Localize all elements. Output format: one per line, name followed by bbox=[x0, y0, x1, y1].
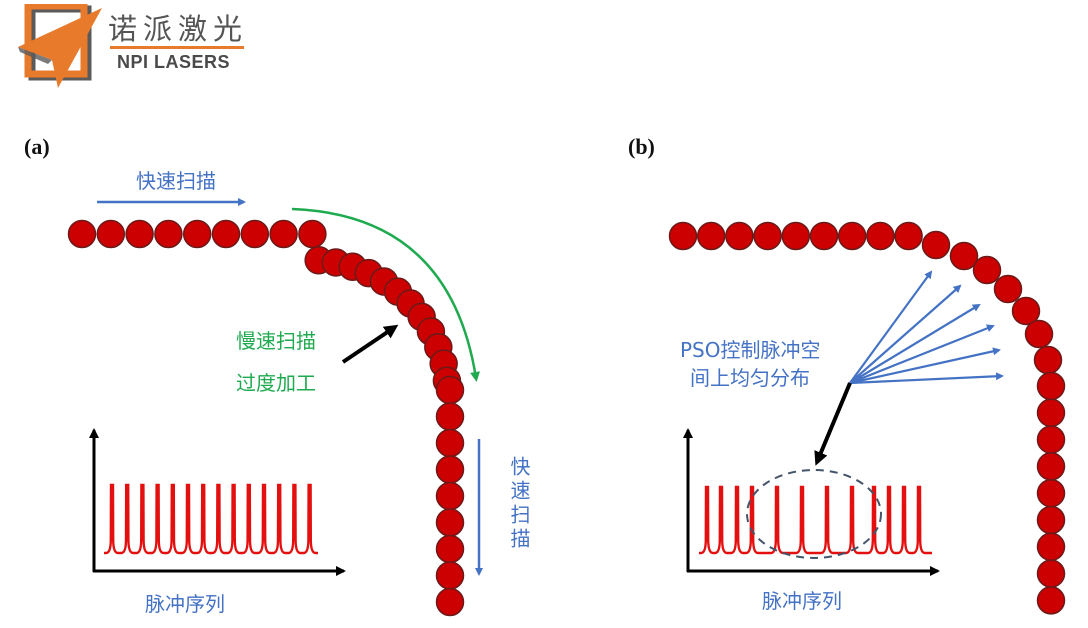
a-pulse-axis-label: 脉冲序列 bbox=[145, 592, 225, 616]
laser-spot bbox=[837, 221, 867, 251]
laser-spot bbox=[668, 221, 698, 251]
laser-spot bbox=[435, 561, 465, 590]
b-pulse-axis-label: 脉冲序列 bbox=[762, 589, 842, 613]
laser-spot bbox=[435, 534, 465, 564]
laser-spot bbox=[125, 219, 154, 249]
panel-b-label: (b) bbox=[628, 134, 655, 159]
a-side-fast-scan-label: 快速扫描 bbox=[507, 456, 531, 552]
laser-spot bbox=[435, 455, 465, 484]
a-slow-scan-label: 慢速扫描 bbox=[236, 329, 316, 353]
fan-arrow bbox=[849, 270, 933, 384]
laser-spot bbox=[993, 274, 1023, 304]
laser-spot bbox=[1024, 319, 1054, 349]
b-fan-arrows bbox=[849, 270, 1004, 385]
logo-mark-icon bbox=[18, 4, 102, 88]
laser-spot bbox=[96, 219, 126, 249]
fan-arrow bbox=[849, 347, 1001, 385]
laser-spot bbox=[435, 402, 465, 431]
pulse bbox=[104, 483, 318, 555]
laser-spot bbox=[1036, 371, 1066, 401]
laser-spot bbox=[1036, 559, 1066, 588]
a-laser-spots bbox=[67, 219, 465, 617]
laser-spot bbox=[921, 230, 951, 260]
laser-spot bbox=[1036, 425, 1066, 454]
laser-spot bbox=[182, 219, 212, 249]
laser-spot bbox=[1036, 586, 1066, 615]
laser-spot bbox=[1036, 398, 1066, 428]
laser-spot bbox=[1036, 452, 1066, 481]
b-laser-spots bbox=[668, 221, 1066, 615]
pulse bbox=[699, 485, 932, 555]
laser-spot bbox=[240, 219, 270, 249]
laser-spot bbox=[781, 221, 811, 251]
laser-spot bbox=[435, 428, 465, 458]
panel-a-label: (a) bbox=[24, 134, 50, 159]
logo-divider bbox=[110, 46, 244, 49]
laser-spot bbox=[753, 221, 782, 251]
laser-spot bbox=[725, 221, 754, 251]
b-pointer-arrow bbox=[814, 382, 852, 466]
laser-spot bbox=[435, 508, 465, 537]
laser-spot bbox=[1033, 345, 1063, 375]
b-uniform-region-ellipse bbox=[746, 469, 882, 559]
a-overprocess-label: 过度加工 bbox=[236, 371, 316, 395]
laser-spot bbox=[949, 241, 979, 271]
fan-arrow bbox=[849, 284, 962, 384]
laser-spot bbox=[1036, 532, 1066, 562]
a-top-fast-scan-label: 快速扫描 bbox=[136, 169, 216, 193]
laser-spot bbox=[154, 219, 183, 249]
laser-spot bbox=[269, 219, 298, 249]
laser-spot bbox=[1036, 505, 1066, 535]
laser-spot bbox=[211, 219, 241, 249]
laser-spot bbox=[696, 221, 726, 251]
laser-spot bbox=[894, 221, 923, 251]
laser-spot bbox=[435, 375, 465, 405]
laser-spot bbox=[1036, 478, 1066, 508]
laser-spot bbox=[866, 221, 895, 251]
laser-spot bbox=[1011, 296, 1041, 326]
fan-arrow bbox=[849, 303, 981, 384]
laser-spot bbox=[67, 219, 97, 249]
fan-arrow bbox=[849, 372, 1004, 385]
fan-arrow bbox=[849, 324, 995, 385]
b-pso-label-line1: PSO控制脉冲空 bbox=[680, 338, 821, 362]
b-pso-label-line2: 间上均匀分布 bbox=[690, 366, 810, 390]
laser-spot bbox=[435, 481, 465, 511]
b-pulse-train bbox=[699, 485, 932, 555]
logo-name-cn: 诺派激光 bbox=[108, 12, 249, 46]
logo-name-en: NPI LASERS bbox=[117, 52, 231, 72]
a-pulse-train bbox=[104, 483, 318, 555]
laser-spot bbox=[972, 255, 1002, 285]
a-slow-scan-curve-arrow bbox=[291, 207, 480, 382]
laser-spot bbox=[809, 221, 839, 251]
a-overprocess-pointer-arrow bbox=[341, 324, 399, 364]
laser-spot bbox=[298, 219, 327, 249]
laser-spot bbox=[435, 587, 465, 617]
